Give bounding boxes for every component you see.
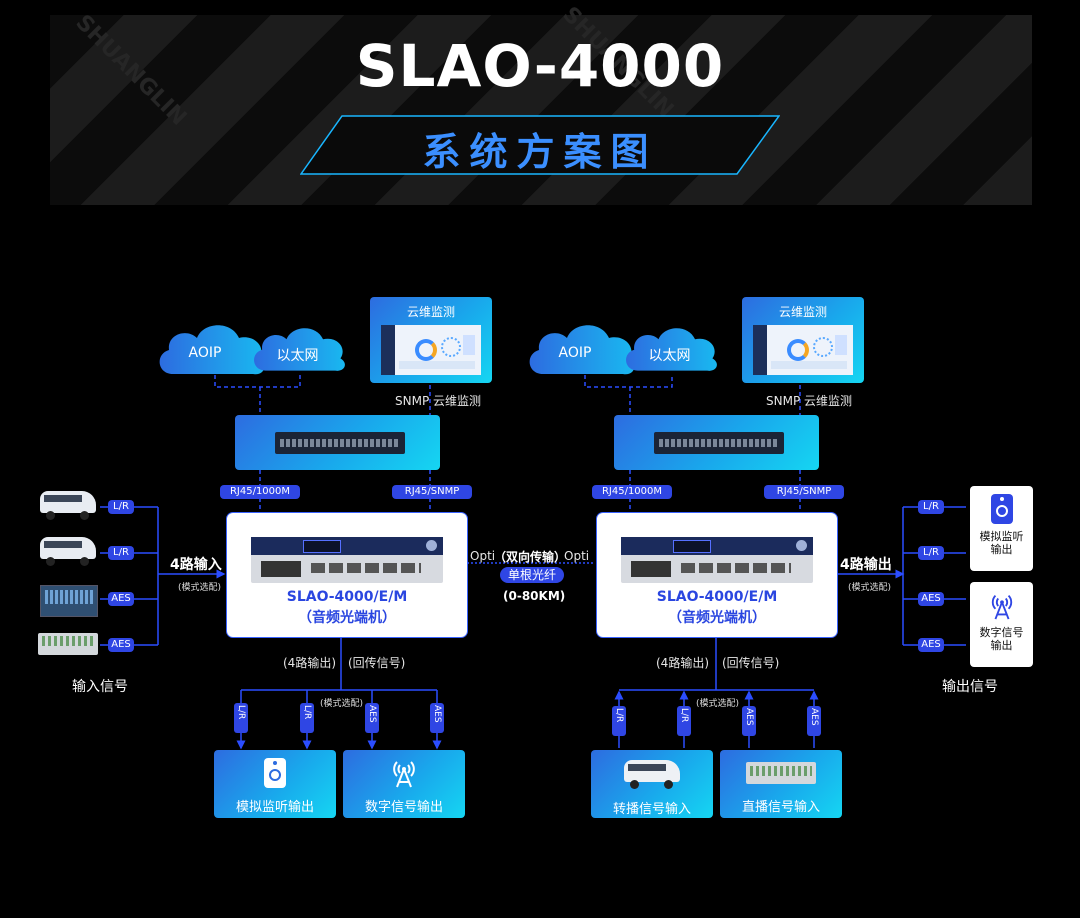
monitor-screen-icon: [381, 325, 481, 375]
subtitle-frame: [300, 115, 780, 175]
card-label: 数字信号输出: [364, 800, 443, 815]
mixer-console-icon: [746, 762, 816, 784]
cloud-icon: [529, 325, 635, 375]
rack-unit-icon: [621, 537, 813, 583]
signal-pill: L/R: [612, 706, 626, 736]
analog-monitor-card: 模拟监听输出: [214, 750, 336, 818]
signal-pill: L/R: [918, 546, 944, 560]
optical-device-card: SLAO-4000/E/M （音频光端机）: [226, 512, 468, 638]
cloud-label-aoip: AOIP: [558, 345, 592, 361]
signal-pill: AES: [430, 703, 444, 733]
digital-out-card: 数字信号 输出: [970, 582, 1033, 667]
speaker-icon: [990, 494, 1013, 524]
opti-label: Opti: [564, 549, 590, 563]
snmp-label: SNMP 云维监测: [766, 394, 852, 408]
cloud-label-ethernet: 以太网: [648, 348, 691, 364]
cloud-icon: [159, 325, 265, 375]
fiber-pill: 单根光纤: [500, 567, 564, 583]
signal-pill: L/R: [300, 703, 314, 733]
antenna-icon: [989, 590, 1015, 620]
output-count-label: 4路输出: [840, 557, 892, 573]
rack-unit-icon: [251, 537, 443, 583]
output-label: (4路输出): [656, 656, 709, 670]
network-switch: [614, 415, 819, 470]
card-label: 直播信号输入: [741, 800, 820, 815]
cloud-icon: [626, 328, 717, 371]
device-name: SLAO-4000/E/M: [656, 589, 778, 605]
mode-note: (模式选配): [178, 583, 222, 593]
monitor-card: 云维监测: [370, 297, 492, 383]
van-icon: [38, 533, 98, 567]
port-label: RJ45/1000M: [220, 485, 300, 499]
page-title: SLAO-4000: [355, 32, 725, 100]
cloud-label-aoip: AOIP: [188, 345, 222, 361]
signal-pill: L/R: [234, 703, 248, 733]
analog-out-card: 模拟监听 输出: [970, 486, 1033, 571]
speaker-icon: [264, 758, 286, 788]
mode-note: (模式选配): [320, 699, 364, 709]
device-subtitle: （音频光端机）: [298, 610, 396, 626]
digital-output-card: 数字信号输出: [343, 750, 465, 818]
snmp-label: SNMP 云维监测: [395, 394, 481, 408]
monitor-card: 云维监测: [742, 297, 864, 383]
card-label: 数字信号 输出: [979, 626, 1024, 652]
cloud-label-ethernet: 以太网: [276, 348, 319, 364]
port-label: RJ45/1000M: [592, 485, 672, 499]
signal-pill: AES: [918, 592, 944, 606]
input-count-label: 4路输入: [170, 557, 222, 573]
output-signal-label: 输出信号: [942, 679, 998, 695]
card-label: 转播信号输入: [612, 802, 691, 817]
signal-pill: AES: [365, 703, 379, 733]
signal-pill: L/R: [108, 500, 134, 514]
input-signal-label: 输入信号: [72, 679, 128, 695]
card-label: 模拟监听输出: [235, 800, 314, 815]
mode-note: (模式选配): [696, 699, 740, 709]
device-name: SLAO-4000/E/M: [286, 589, 408, 605]
port-label: RJ45/SNMP: [764, 485, 844, 499]
return-label: (回传信号): [348, 656, 406, 670]
bidirectional-label: （双向传输）: [494, 550, 567, 564]
van-icon: [622, 758, 682, 790]
device-subtitle: （音频光端机）: [668, 610, 766, 626]
live-input-card: 直播信号输入: [720, 750, 842, 818]
signal-pill: AES: [108, 638, 134, 652]
monitor-screen-icon: [753, 325, 853, 375]
output-label: (4路输出): [283, 656, 336, 670]
opti-label: Opti: [470, 549, 496, 563]
monitor-title: 云维监测: [778, 305, 827, 319]
signal-pill: AES: [742, 706, 756, 736]
network-switch: [235, 415, 440, 470]
signal-pill: L/R: [677, 706, 691, 736]
optical-device-card: SLAO-4000/E/M （音频光端机）: [596, 512, 838, 638]
cloud-icon: [254, 328, 345, 371]
mixer-console-icon: [38, 633, 98, 655]
screen-console-icon: [40, 585, 98, 617]
return-label: (回传信号): [722, 656, 780, 670]
card-label: 模拟监听 输出: [979, 530, 1024, 556]
relay-input-card: 转播信号输入: [591, 750, 713, 818]
range-label: (0-80KM): [503, 589, 566, 603]
signal-pill: AES: [108, 592, 134, 606]
port-label: RJ45/SNMP: [392, 485, 472, 499]
signal-pill: L/R: [918, 500, 944, 514]
monitor-title: 云维监测: [406, 305, 455, 319]
signal-pill: AES: [918, 638, 944, 652]
page-subtitle: 系统方案图: [422, 130, 658, 174]
signal-pill: AES: [807, 706, 821, 736]
antenna-icon: [391, 756, 417, 788]
mode-note: (模式选配): [848, 583, 892, 593]
van-icon: [38, 487, 98, 521]
signal-pill: L/R: [108, 546, 134, 560]
